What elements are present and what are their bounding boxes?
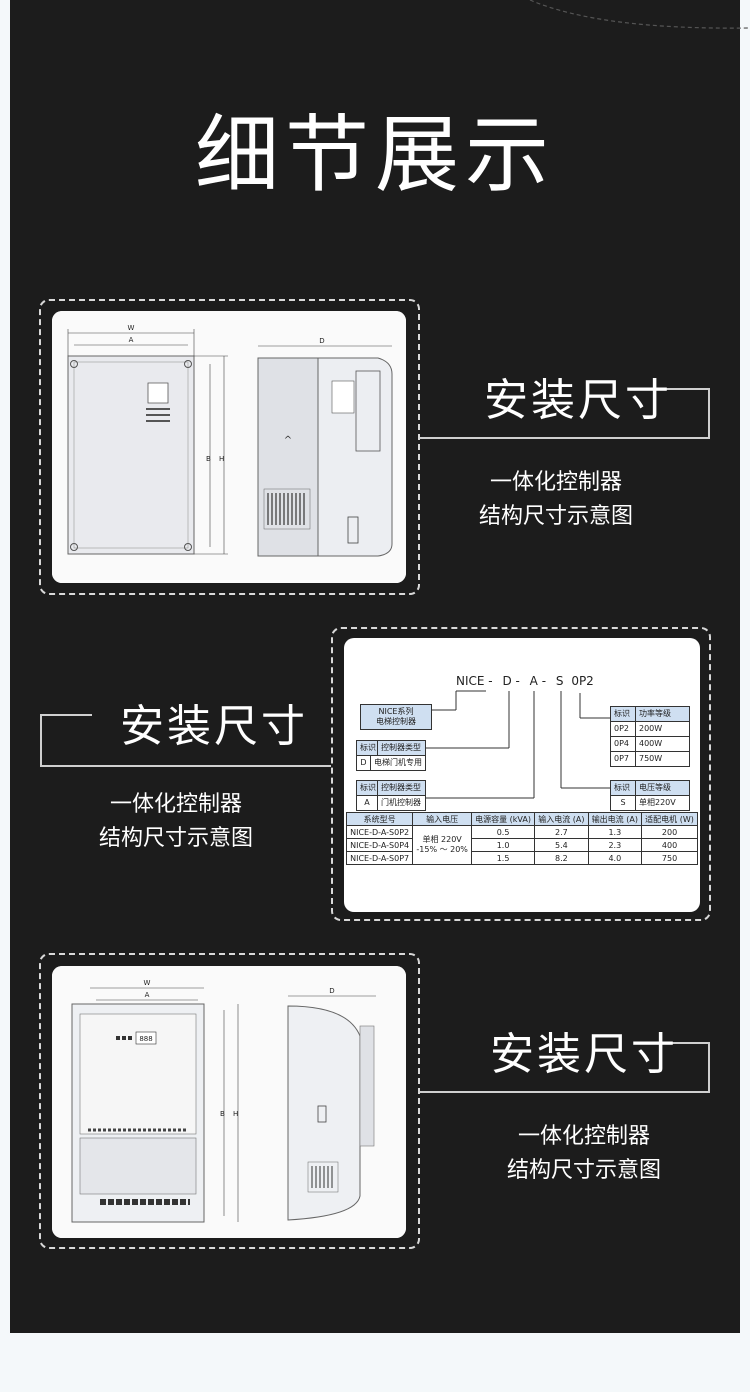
svg-text:B: B	[220, 1110, 225, 1118]
section2-frame	[331, 627, 711, 921]
svg-text:^: ^	[284, 435, 292, 446]
section1-sub1: 一体化控制器	[489, 470, 622, 495]
section3-heading: 安装尺寸	[490, 1029, 678, 1080]
section2-sub2: 结构尺寸示意图	[98, 826, 253, 851]
section1-connector-top	[660, 388, 710, 390]
svg-text:W: W	[144, 979, 151, 987]
section3-connector-top	[660, 1042, 710, 1044]
section2-connector	[40, 716, 331, 767]
section3-connector	[420, 1044, 710, 1093]
section1-drawing-card: W A B H D ^	[52, 311, 406, 583]
svg-text:A: A	[145, 991, 150, 999]
dim-b-label: B	[206, 455, 211, 463]
section1-heading: 安装尺寸	[484, 375, 672, 426]
section3-drawing-card: W A 888 B H D	[52, 966, 406, 1238]
page-title: 细节展示	[194, 106, 555, 204]
section1-connector	[420, 390, 710, 439]
section3-frame	[39, 953, 420, 1249]
dimension-drawing-front-side: W A B H D ^	[52, 311, 406, 583]
dim-w-label: W	[128, 324, 135, 332]
led-display: 888	[139, 1035, 152, 1043]
dim-a-label: A	[129, 336, 134, 344]
section3-sub1: 一体化控制器	[517, 1124, 650, 1149]
section2-heading: 安装尺寸	[120, 701, 308, 752]
decorative-curve	[529, 0, 750, 29]
svg-text:H: H	[233, 1110, 238, 1118]
section2-model-code-card: NICE - D - A - S 0P2 NICE系列 电梯控制器 标识控制器类…	[344, 638, 700, 912]
section1-frame	[39, 299, 420, 595]
section2-connector-top	[40, 714, 92, 716]
dimension-drawing-open: W A 888 B H D	[52, 966, 406, 1238]
model-code: NICE - D - A - S 0P2	[456, 674, 594, 688]
dim-h-label: H	[219, 455, 224, 463]
series-box: NICE系列 电梯控制器	[360, 704, 432, 730]
spec-table: 系统型号输入电压电源容量 (kVA) 输入电流 (A)输出电流 (A)适配电机 …	[345, 812, 698, 865]
section3-sub2: 结构尺寸示意图	[506, 1158, 661, 1183]
model-code-lines	[424, 690, 610, 799]
section2-sub1: 一体化控制器	[109, 792, 242, 817]
svg-text:D: D	[329, 987, 334, 995]
section1-sub2: 结构尺寸示意图	[478, 504, 633, 529]
dim-d-label: D	[319, 337, 324, 345]
